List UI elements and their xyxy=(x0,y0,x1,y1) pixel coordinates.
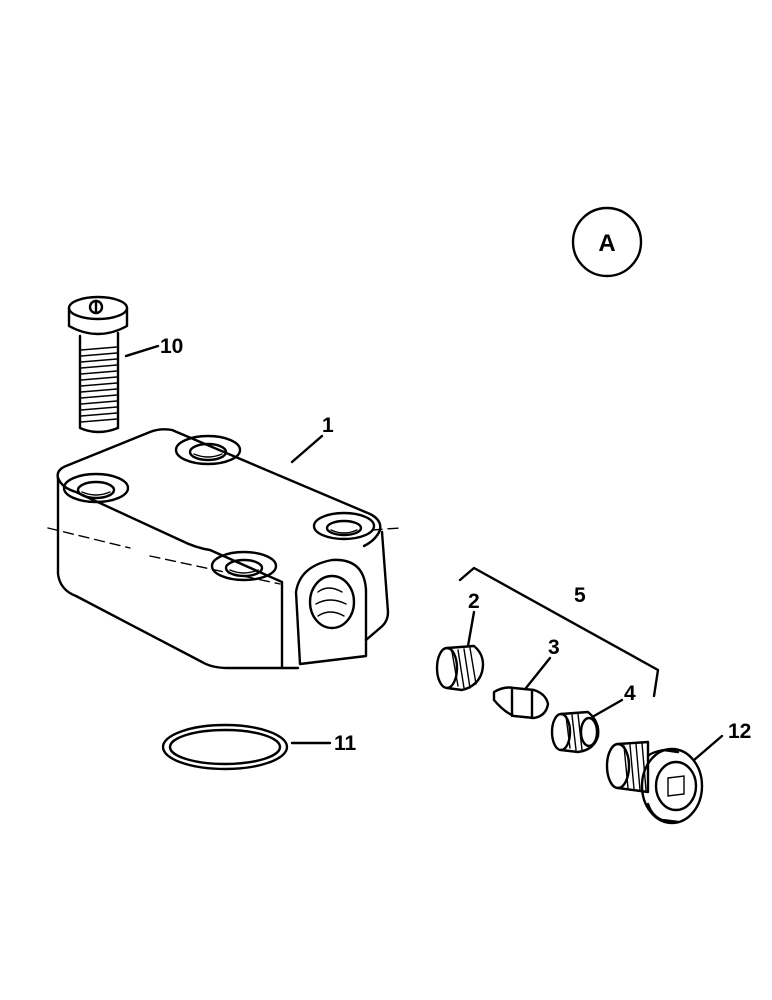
leader-line-4 xyxy=(592,698,624,718)
leader-line-12 xyxy=(692,734,724,762)
view-marker: A xyxy=(571,206,643,278)
leader-line-3 xyxy=(524,656,552,690)
callout-5: 5 xyxy=(574,584,586,607)
callout-2: 2 xyxy=(468,590,480,613)
leader-line-2 xyxy=(466,610,476,648)
leader-line-10 xyxy=(124,344,160,358)
screw-part xyxy=(67,295,129,434)
callout-3: 3 xyxy=(548,636,560,659)
callout-10: 10 xyxy=(160,335,183,358)
leader-line-1 xyxy=(290,434,324,464)
callout-1: 1 xyxy=(322,414,334,437)
housing-part xyxy=(47,428,401,670)
plug-a-part xyxy=(435,644,485,692)
cap-screw-part xyxy=(605,740,704,825)
callout-4: 4 xyxy=(624,682,636,705)
valve-pin-part xyxy=(492,686,550,720)
view-marker-label: A xyxy=(598,230,615,257)
callout-12: 12 xyxy=(728,720,751,743)
callout-11: 11 xyxy=(334,732,357,755)
plug-b-part xyxy=(550,710,600,754)
valve-kit-bracket xyxy=(458,566,660,698)
o-ring-part xyxy=(161,723,289,771)
